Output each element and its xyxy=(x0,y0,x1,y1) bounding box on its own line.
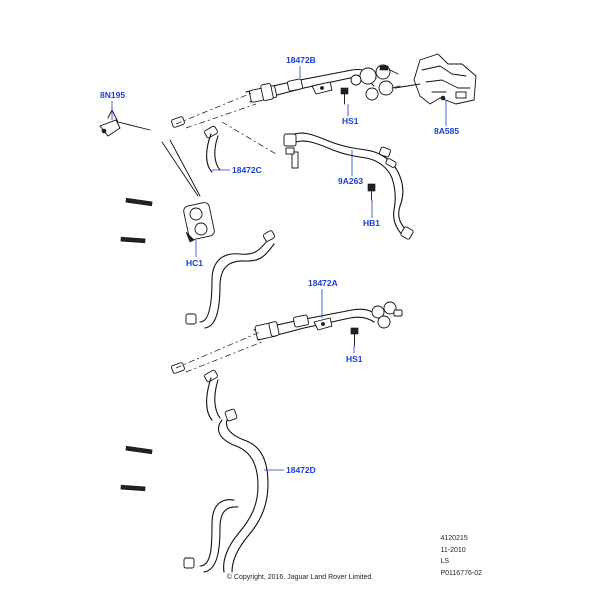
screw-HS1-mid xyxy=(350,327,359,347)
callout-8N195: 8N195 xyxy=(100,90,125,100)
clip-HC1 xyxy=(183,202,215,243)
callout-HS1-mid: HS1 xyxy=(346,354,363,364)
heat-shield-8A585 xyxy=(413,53,477,105)
callout-HS1-top: HS1 xyxy=(342,116,359,126)
bracket-8N195 xyxy=(99,109,121,137)
alignment-line xyxy=(175,331,261,369)
illustration-id: P0116776-02 xyxy=(440,569,482,577)
illustration-meta: 4120215 11-2010 LS P0116776-02 xyxy=(440,533,482,579)
pointer-line xyxy=(169,139,201,197)
hose-9A263 xyxy=(283,132,414,240)
callout-18472D: 18472D xyxy=(286,465,316,475)
screw-HS1-top xyxy=(340,87,349,105)
alignment-line xyxy=(221,121,277,155)
alignment-line xyxy=(175,91,255,125)
copyright-notice: © Copyright, 2016. Jaguar Land Rover Lim… xyxy=(226,574,374,581)
pointer-line xyxy=(394,83,421,89)
callout-18472C: 18472C xyxy=(232,165,262,175)
callout-HB1: HB1 xyxy=(363,218,380,228)
callout-9A263: 9A263 xyxy=(338,176,363,186)
screw-HB1 xyxy=(367,183,376,201)
illustration-code: 4120215 xyxy=(440,535,468,542)
hose-assembly-18472D xyxy=(120,362,269,573)
callout-HC1: HC1 xyxy=(186,258,203,268)
hose-assembly-18472C xyxy=(120,116,276,329)
alignment-line xyxy=(185,341,263,373)
pipe-assembly-18472B xyxy=(245,64,401,103)
illustration-region: LS xyxy=(440,558,450,565)
callout-18472B: 18472B xyxy=(286,55,316,65)
callout-18472A: 18472A xyxy=(308,278,338,288)
pointer-line xyxy=(117,121,151,131)
pipe-assembly-18472A xyxy=(253,301,403,341)
illustration-date: 11-2010 xyxy=(440,546,466,554)
pointer-line xyxy=(161,141,199,197)
callout-8A585: 8A585 xyxy=(434,126,459,136)
alignment-line xyxy=(185,103,257,129)
